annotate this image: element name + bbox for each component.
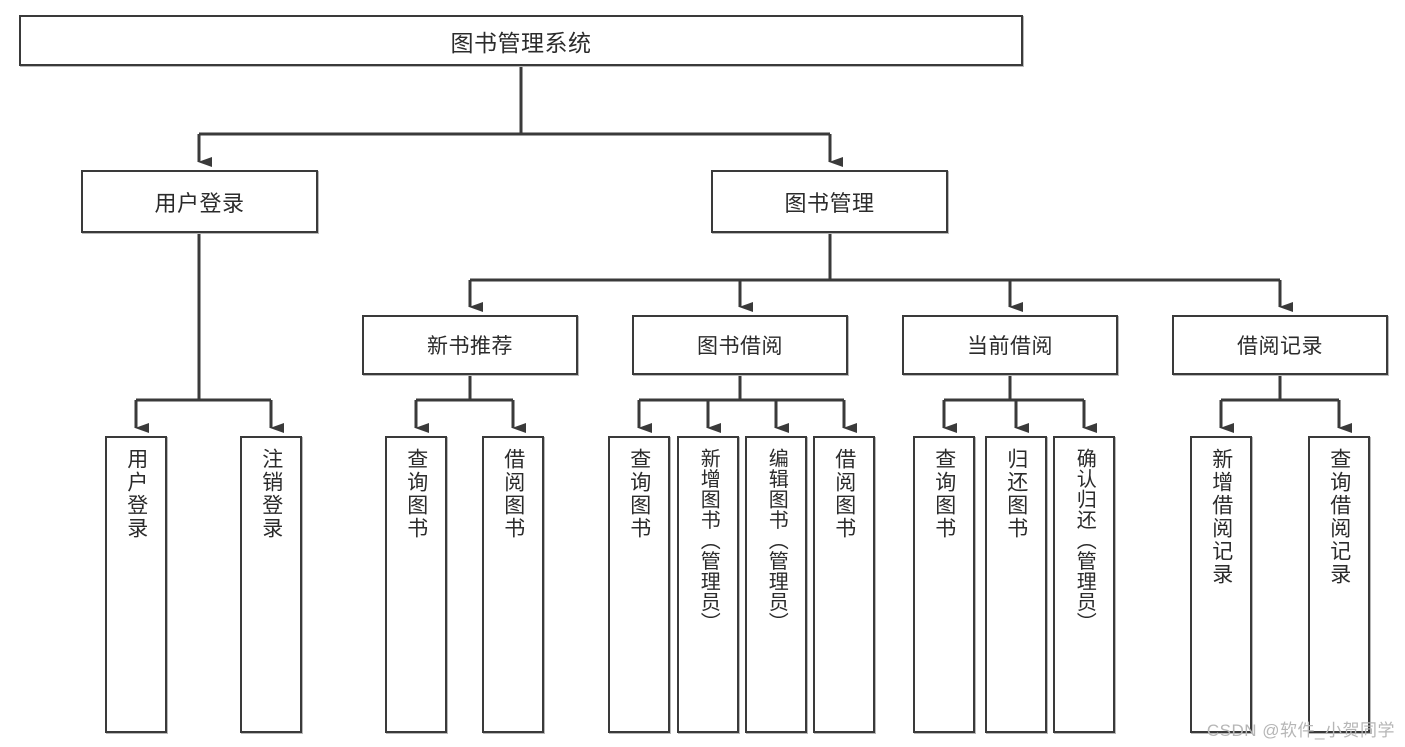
node-leaf-edit-book[interactable]: 编辑图书（管理员）	[745, 436, 807, 733]
node-current-borrow[interactable]: 当前借阅	[902, 315, 1118, 375]
node-current-borrow-label: 当前借阅	[967, 335, 1053, 358]
node-new-book-recommend-label: 新书推荐	[427, 335, 513, 358]
node-leaf-query-book-2[interactable]: 查询图书	[608, 436, 670, 733]
node-book-borrow-label: 图书借阅	[697, 335, 783, 358]
node-book-management-label: 图书管理	[784, 190, 875, 216]
node-user-login[interactable]: 用户登录	[81, 170, 318, 233]
node-leaf-query-book-1[interactable]: 查询图书	[385, 436, 447, 733]
node-root[interactable]: 图书管理系统	[19, 15, 1023, 66]
node-book-management[interactable]: 图书管理	[711, 170, 948, 233]
node-leaf-add-book[interactable]: 新增图书（管理员）	[677, 436, 739, 733]
csdn-watermark: CSDN @软件_小贺同学	[1206, 721, 1395, 740]
node-leaf-user-login-label: 用户登录	[124, 448, 148, 540]
node-leaf-borrow-book-2-label: 借阅图书	[832, 448, 856, 540]
node-leaf-confirm-return-label: 确认归还（管理员）	[1073, 448, 1096, 633]
node-leaf-borrow-book-2[interactable]: 借阅图书	[813, 436, 875, 733]
node-new-book-recommend[interactable]: 新书推荐	[362, 315, 578, 375]
node-leaf-add-record[interactable]: 新增借阅记录	[1190, 436, 1252, 733]
node-leaf-borrow-book-1[interactable]: 借阅图书	[482, 436, 544, 733]
node-leaf-query-book-2-label: 查询图书	[627, 448, 651, 540]
node-leaf-query-record[interactable]: 查询借阅记录	[1308, 436, 1370, 733]
node-leaf-confirm-return[interactable]: 确认归还（管理员）	[1053, 436, 1115, 733]
node-leaf-add-record-label: 新增借阅记录	[1209, 448, 1233, 586]
node-leaf-query-book-3-label: 查询图书	[932, 448, 956, 540]
node-root-label: 图书管理系统	[450, 29, 592, 56]
node-leaf-borrow-book-1-label: 借阅图书	[501, 448, 525, 540]
node-leaf-user-login[interactable]: 用户登录	[105, 436, 167, 733]
node-leaf-logout[interactable]: 注销登录	[240, 436, 302, 733]
node-leaf-query-book-3[interactable]: 查询图书	[913, 436, 975, 733]
node-leaf-logout-label: 注销登录	[259, 448, 283, 540]
node-leaf-return-book-label: 归还图书	[1004, 448, 1028, 540]
node-leaf-query-book-1-label: 查询图书	[404, 448, 428, 540]
node-user-login-label: 用户登录	[154, 190, 245, 216]
node-borrow-record-label: 借阅记录	[1237, 335, 1323, 358]
node-book-borrow[interactable]: 图书借阅	[632, 315, 848, 375]
node-leaf-edit-book-label: 编辑图书（管理员）	[765, 448, 788, 633]
node-leaf-return-book[interactable]: 归还图书	[985, 436, 1047, 733]
node-borrow-record[interactable]: 借阅记录	[1172, 315, 1388, 375]
node-leaf-query-record-label: 查询借阅记录	[1327, 448, 1351, 586]
node-leaf-add-book-label: 新增图书（管理员）	[697, 448, 720, 633]
